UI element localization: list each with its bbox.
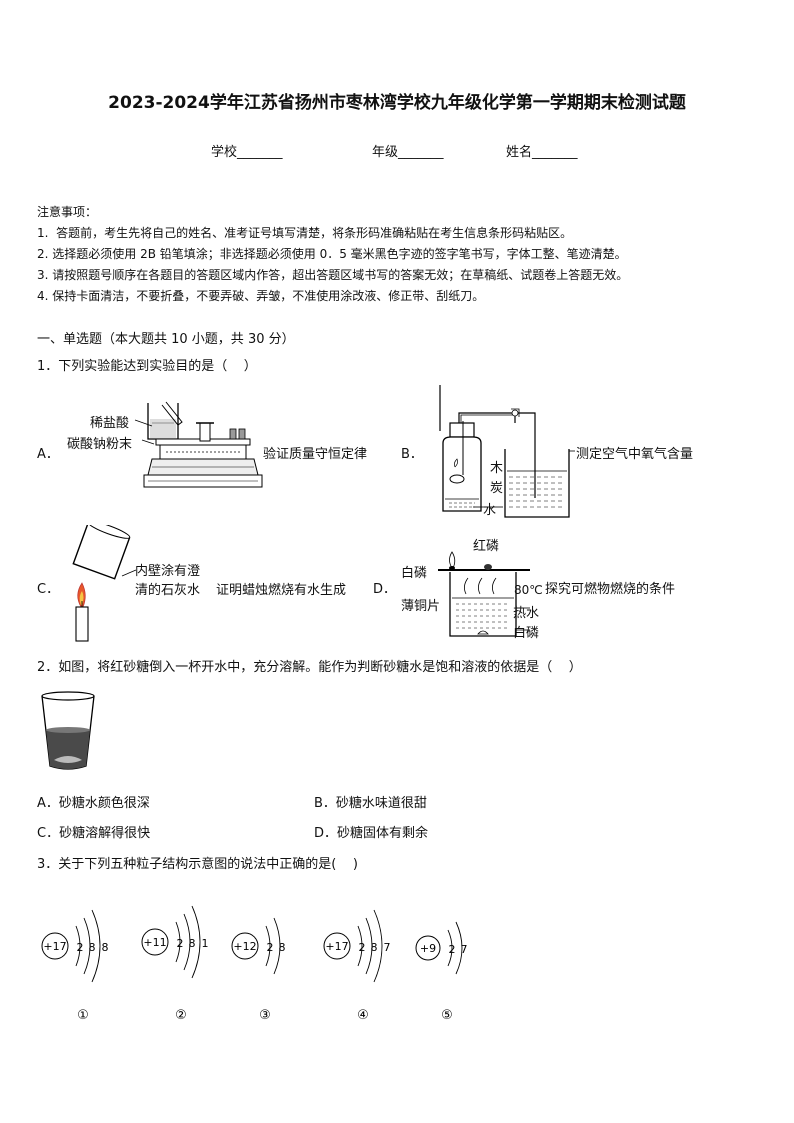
electron-count: 2 bbox=[359, 941, 366, 954]
grade-field: 年级_______ bbox=[372, 145, 444, 160]
label-temperature: 80℃ bbox=[514, 583, 543, 597]
q1-option-d-letter: D． bbox=[373, 582, 397, 597]
nucleus-charge: +17 bbox=[43, 940, 66, 953]
electron-count: 8 bbox=[279, 941, 286, 954]
q1-option-d-desc: 探究可燃物燃烧的条件 bbox=[545, 582, 676, 597]
label-charcoal: 炭 bbox=[490, 481, 504, 496]
particle-structure-diagrams: +17 2 8 8 ① +11 2 8 1 ② +12 2 8 ③ +17 2 … bbox=[41, 905, 468, 1023]
particle-label: ① bbox=[77, 1008, 89, 1023]
note-item: 3. 请按照题号顺序在各题目的答题区域内作答，超出答题区域书写的答案无效；在草稿… bbox=[37, 268, 629, 282]
page-title: 2023-2024学年江苏省扬州市枣林湾学校九年级化学第一学期期末检测试题 bbox=[108, 93, 686, 113]
label-sodium-carbonate: 碳酸钠粉末 bbox=[67, 437, 133, 452]
electron-count: 8 bbox=[89, 941, 96, 954]
q2-option-c: C．砂糖溶解得很快 bbox=[37, 826, 151, 841]
particle-label: ③ bbox=[259, 1008, 271, 1023]
particle-1: +17 2 8 8 ① bbox=[41, 909, 109, 1023]
label-limewater-1: 内壁涂有澄 bbox=[135, 564, 201, 579]
label-dilute-hcl: 稀盐酸 bbox=[90, 416, 130, 431]
label-limewater-2: 清的石灰水 bbox=[135, 583, 201, 598]
q1-option-b-letter: B． bbox=[401, 447, 423, 462]
label-red-phosphorus: 红磷 bbox=[473, 539, 500, 554]
pointer-lines bbox=[134, 419, 155, 445]
particle-4: +17 2 8 7 ④ bbox=[323, 909, 391, 1023]
particle-5: +9 2 7 ⑤ bbox=[415, 921, 468, 1023]
nucleus-charge: +17 bbox=[325, 940, 348, 953]
electron-count: 2 bbox=[267, 941, 274, 954]
q1-option-c-desc: 证明蜡烛燃烧有水生成 bbox=[216, 583, 347, 598]
electron-count: 7 bbox=[384, 941, 391, 954]
q1-option-b-desc: 测定空气中氧气含量 bbox=[576, 447, 694, 462]
label-white-phosphorus-bottom: 白磷 bbox=[513, 626, 540, 641]
label-hot-water: 热水 bbox=[513, 606, 540, 621]
label-white-phosphorus-top: 白磷 bbox=[401, 566, 428, 581]
electron-count: 2 bbox=[449, 943, 456, 956]
note-item: 2. 选择题必须使用 2B 铅笔填涂；非选择题必须使用 0．5 毫米黑色字迹的签… bbox=[37, 247, 627, 261]
oxygen-apparatus-diagram bbox=[439, 385, 575, 518]
q2-option-a: A．砂糖水颜色很深 bbox=[37, 796, 150, 811]
q1-option-a-letter: A． bbox=[37, 447, 59, 462]
note-item: 4. 保持卡面清洁，不要折叠，不要弄破、弄皱，不准使用涂改液、修正带、刮纸刀。 bbox=[37, 289, 485, 303]
label-wood: 木 bbox=[490, 461, 504, 476]
candle-diagram bbox=[72, 525, 131, 642]
name-field: 姓名_______ bbox=[506, 145, 578, 160]
electron-count: 8 bbox=[371, 941, 378, 954]
electron-count: 8 bbox=[189, 937, 196, 950]
notes-heading: 注意事项： bbox=[37, 205, 98, 219]
q2-option-b: B．砂糖水味道很甜 bbox=[314, 796, 427, 811]
question-1-stem: 1．下列实验能达到实验目的是（ ） bbox=[37, 359, 257, 374]
sugar-water-cup bbox=[41, 691, 95, 770]
particle-label: ⑤ bbox=[441, 1008, 453, 1023]
label-water: 水 bbox=[483, 503, 497, 518]
nucleus-charge: +9 bbox=[420, 942, 436, 955]
particle-label: ② bbox=[175, 1008, 187, 1023]
electron-count: 2 bbox=[177, 937, 184, 950]
electron-count: 8 bbox=[102, 941, 109, 954]
label-copper-sheet: 薄铜片 bbox=[401, 599, 441, 614]
q2-option-d: D．砂糖固体有剩余 bbox=[314, 826, 429, 841]
q1-option-c-letter: C． bbox=[37, 582, 60, 597]
pointer-line bbox=[121, 569, 137, 577]
q1-option-a-desc: 验证质量守恒定律 bbox=[263, 447, 368, 462]
electron-count: 2 bbox=[77, 941, 84, 954]
nucleus-charge: +12 bbox=[233, 940, 256, 953]
particle-2: +11 2 8 1 ② bbox=[141, 905, 209, 1023]
nucleus-charge: +11 bbox=[143, 936, 166, 949]
particle-3: +12 2 8 ③ bbox=[231, 917, 286, 1023]
combustion-diagram bbox=[438, 551, 530, 637]
electron-count: 1 bbox=[202, 937, 209, 950]
section-heading: 一、单选题（本大题共 10 小题，共 30 分） bbox=[37, 332, 295, 347]
question-2-stem: 2．如图，将红砂糖倒入一杯开水中，充分溶解。能作为判断砂糖水是饱和溶液的依据是（… bbox=[37, 660, 582, 675]
school-field: 学校_______ bbox=[211, 145, 283, 160]
question-3-stem: 3．关于下列五种粒子结构示意图的说法中正确的是( ) bbox=[37, 857, 358, 872]
particle-label: ④ bbox=[357, 1008, 369, 1023]
note-item: 1. 答题前，考生先将自己的姓名、准考证号填写清楚，将条形码准确粘贴在考生信息条… bbox=[37, 226, 573, 240]
balance-diagram bbox=[143, 401, 263, 488]
electron-count: 7 bbox=[461, 943, 468, 956]
